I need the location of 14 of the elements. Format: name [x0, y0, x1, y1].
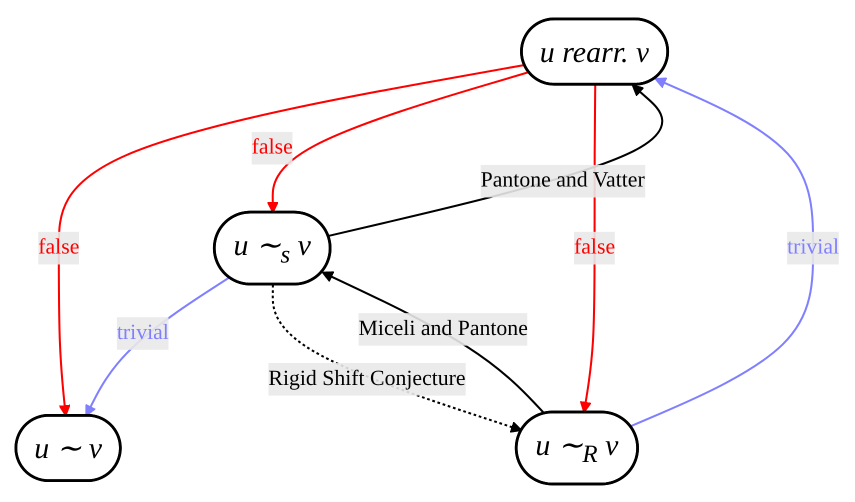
- edge-label: false: [38, 235, 80, 259]
- arrow: [322, 270, 546, 414]
- arrow: [630, 77, 814, 427]
- arrow: [266, 70, 530, 213]
- edge-label: trivial: [787, 235, 840, 259]
- edge-label: Pantone and Vatter: [480, 168, 645, 192]
- edge-label: trivial: [116, 320, 169, 344]
- arrow: [328, 84, 664, 236]
- arrow: [58, 64, 525, 416]
- edge-label: Rigid Shift Conjecture: [268, 366, 466, 390]
- edge-label: false: [574, 235, 616, 259]
- arrow: [85, 276, 230, 416]
- edge-label: Miceli and Pantone: [358, 316, 528, 340]
- edge-label: false: [252, 135, 293, 159]
